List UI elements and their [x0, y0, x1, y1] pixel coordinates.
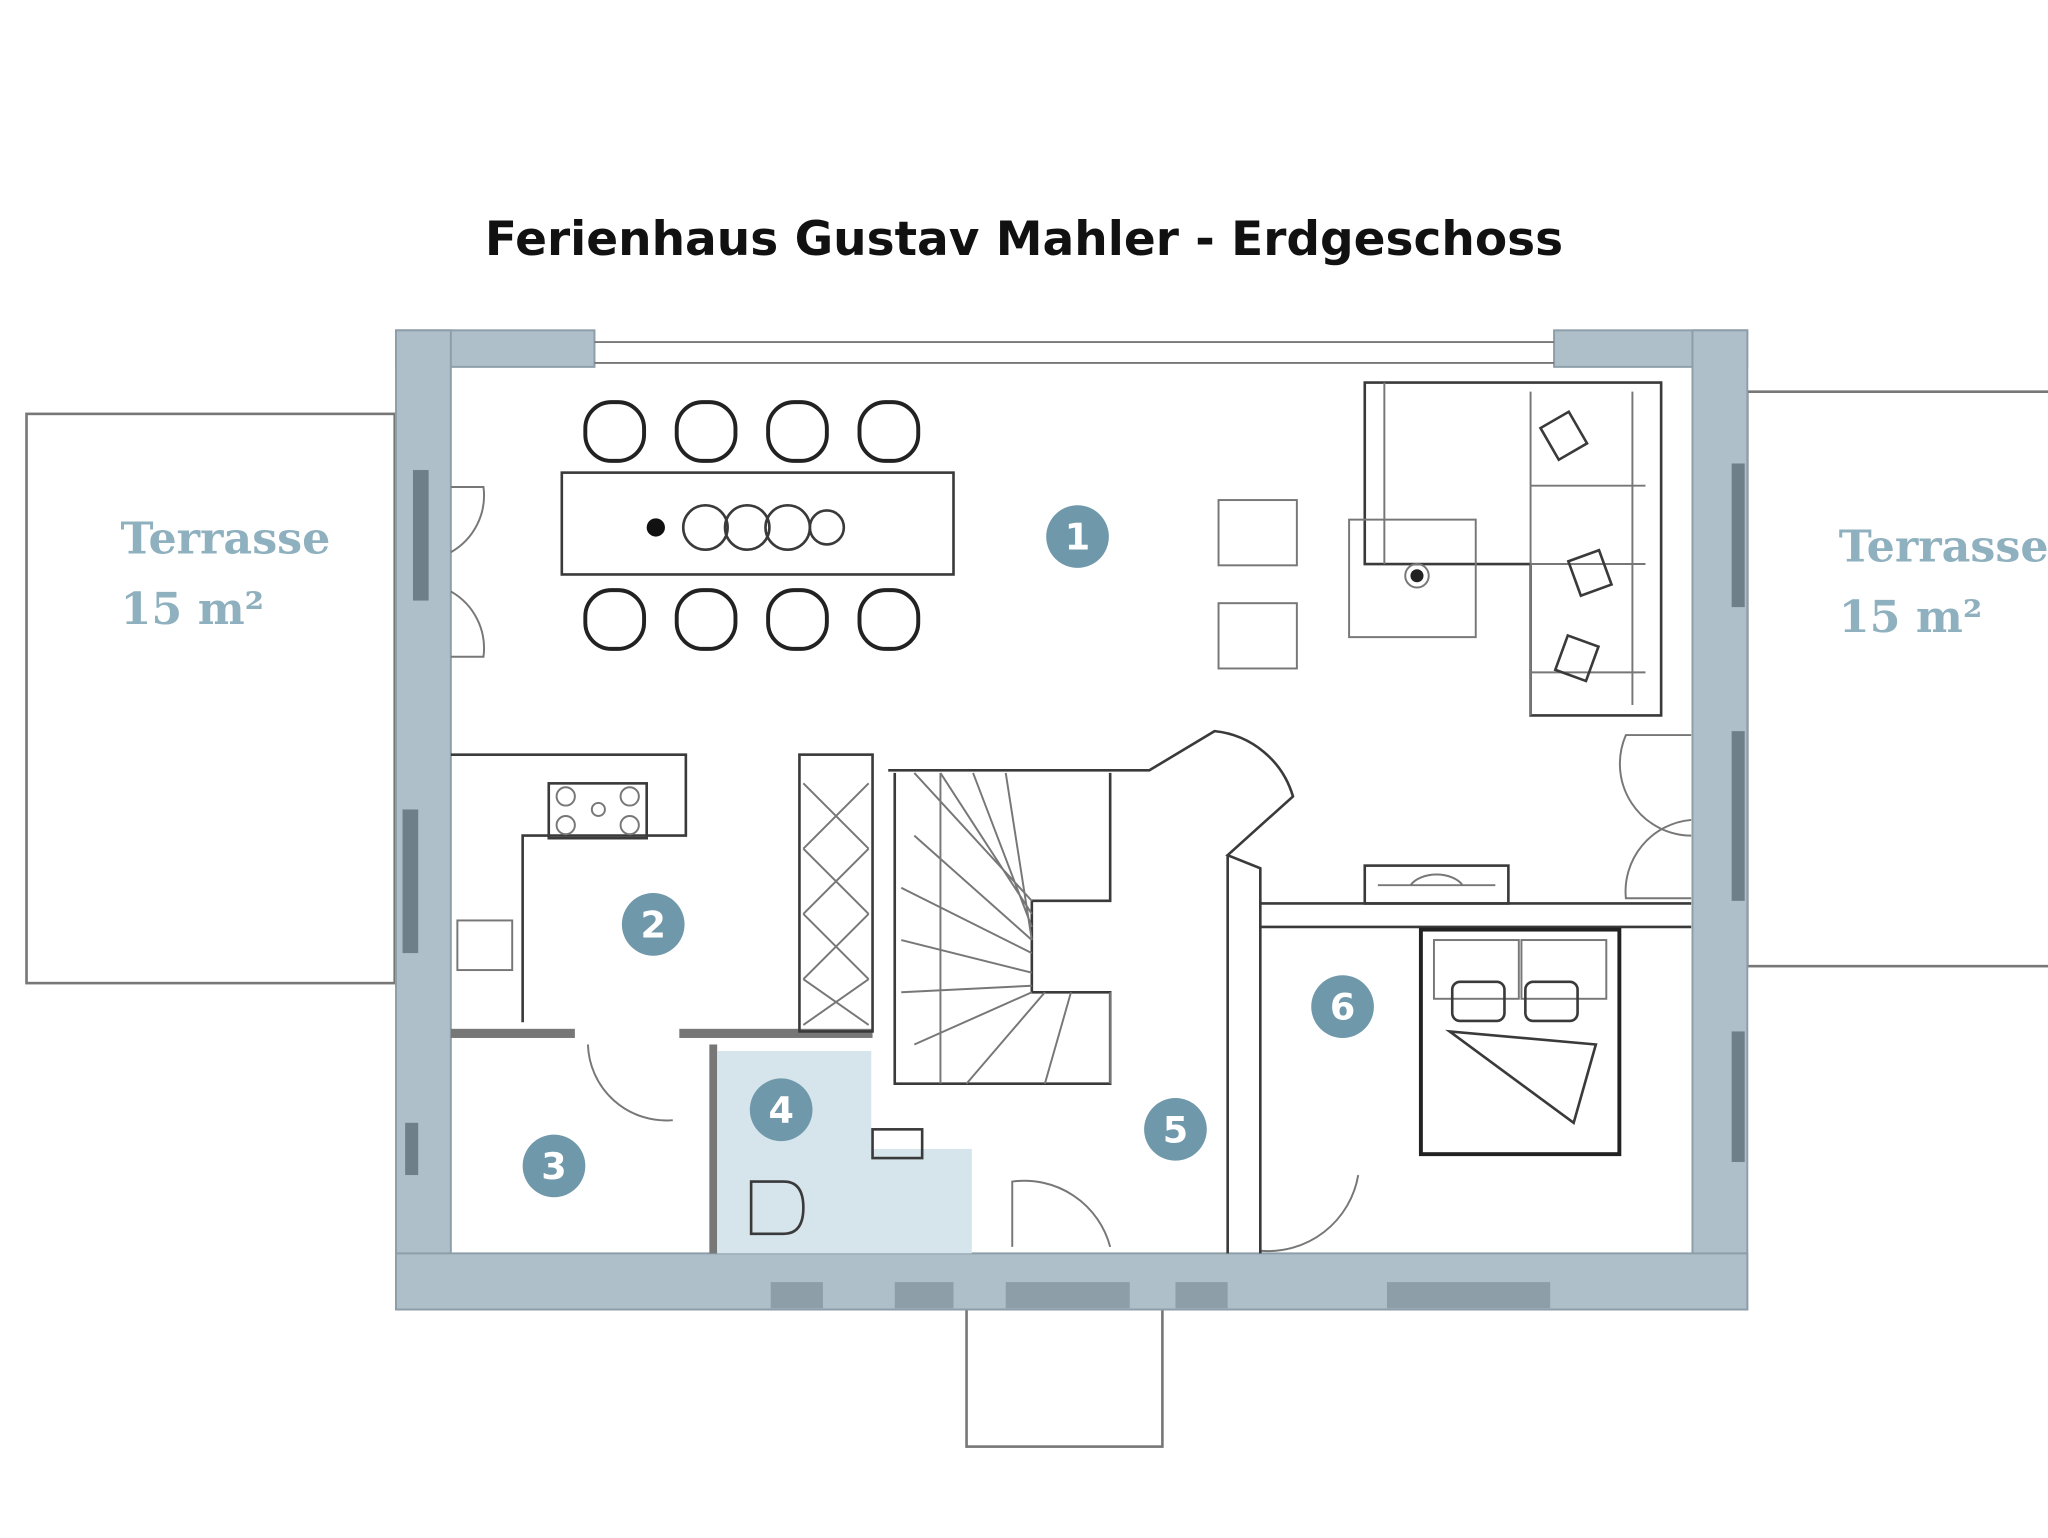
room-marker-2: 2	[621, 893, 685, 956]
room-marker-4: 4	[749, 1078, 813, 1142]
room-number: 1	[1065, 516, 1090, 559]
room-number: 5	[1163, 1108, 1188, 1151]
sofa	[1363, 381, 1663, 717]
room-number: 4	[768, 1089, 793, 1132]
dining-chairs	[583, 400, 921, 651]
terrace-right-label: Terrasse	[1839, 520, 2048, 572]
armchairs	[1217, 499, 1298, 670]
windows	[402, 463, 1745, 1309]
room-number: 2	[640, 903, 665, 946]
terrace-right	[1745, 390, 2048, 968]
terrace-left-label: Terrasse	[121, 513, 331, 565]
room-marker-3: 3	[522, 1134, 586, 1198]
dining-table	[560, 471, 955, 576]
staircase	[893, 772, 1112, 1085]
page-title: Ferienhaus Gustav Mahler - Erdgeschoss	[484, 212, 1564, 267]
room-marker-5: 5	[1144, 1098, 1207, 1161]
terrace-right-area: 15 m²	[1839, 591, 1983, 643]
room-marker-1: 1	[1046, 505, 1109, 568]
terrace-left-area: 15 m²	[121, 583, 265, 635]
room-number: 3	[541, 1145, 566, 1188]
double-bed	[1418, 927, 1622, 1157]
kitchen	[456, 782, 648, 972]
terrace-left	[25, 412, 397, 985]
entrance-porch	[965, 1306, 1164, 1448]
bathroom-fixtures	[749, 1128, 924, 1236]
outer-walls	[395, 329, 1749, 1311]
room-number: 6	[1330, 986, 1355, 1029]
coffee-table	[1348, 518, 1477, 639]
room-marker-6: 6	[1311, 975, 1374, 1038]
